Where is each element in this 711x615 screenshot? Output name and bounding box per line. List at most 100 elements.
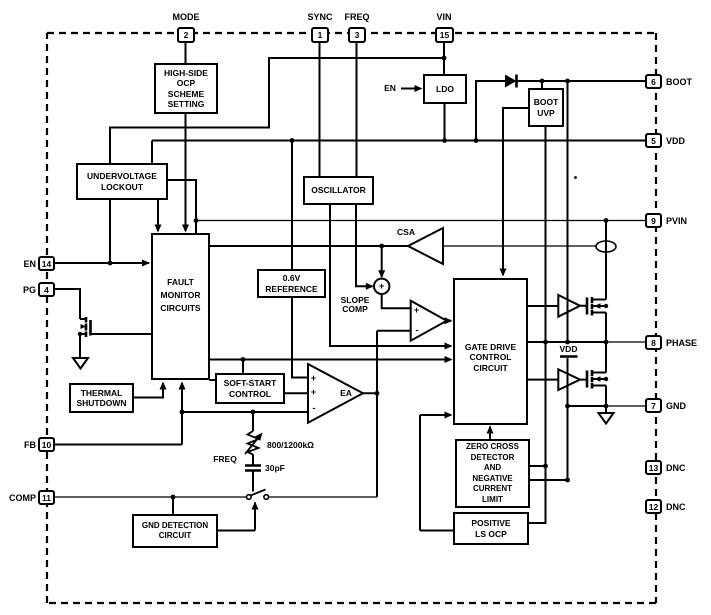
pwm-comparator	[409, 299, 449, 343]
pin-label-boot: BOOT	[666, 77, 710, 87]
block-gate-drive: GATE DRIVE CONTROL CIRCUIT	[453, 278, 528, 425]
pin-label-vin-text: VIN	[436, 12, 452, 22]
pin-label-en: EN	[14, 259, 36, 269]
current-sense-ellipse	[595, 240, 617, 253]
error-amplifier	[307, 362, 366, 425]
block-fault-monitor: FAULT MONITOR CIRCUITS	[151, 233, 210, 380]
slope-comp-label-text: SLOPE COMP	[340, 294, 370, 314]
pin-label-pvin-text: PVIN	[666, 215, 688, 226]
summing-junction	[373, 277, 391, 295]
pin-label-dnc12-text: DNC	[666, 501, 686, 512]
pin-box-freq: 3	[348, 27, 366, 43]
freq-resistor-label-text: FREQ	[213, 454, 237, 465]
block-gnd-detection: GND DETECTION CIRCUIT	[132, 514, 218, 548]
pin-box-dnc13: 13	[645, 460, 662, 475]
ea-plus2-sign: +	[307, 387, 320, 397]
block-high-side-ocp-label: HIGH-SIDE OCP SCHEME SETTING	[164, 67, 208, 110]
pin-label-sync-text: SYNC	[307, 12, 333, 22]
csa-label: CSA	[393, 228, 419, 238]
pin-box-mode: 2	[177, 27, 195, 43]
pin-number-sync: 1	[317, 30, 323, 40]
pin-label-en-text: EN	[23, 258, 36, 269]
pin-label-fb-text: FB	[24, 439, 36, 450]
freq-resistor-label: FREQ	[209, 455, 241, 465]
pg-ground-symbol	[71, 357, 90, 371]
low-side-driver	[557, 367, 583, 392]
block-soft-start-label: SOFT-START CONTROL	[223, 378, 277, 399]
pin-label-fb: FB	[14, 440, 36, 450]
pin-box-dnc12: 12	[645, 499, 662, 514]
pin-box-sync: 1	[311, 27, 329, 43]
pin-number-fb: 10	[41, 439, 52, 450]
pin-label-mode-text: MODE	[172, 12, 200, 22]
ea-plus1-sign-text: +	[310, 373, 317, 383]
pin-label-comp: COMP	[2, 493, 36, 503]
pin-number-mode: 2	[183, 30, 189, 40]
block-oscillator-label: OSCILLATOR	[311, 185, 366, 196]
pin-box-vdd: 5	[645, 133, 662, 148]
junction-dots	[77, 55, 609, 500]
pin-label-freq-text: FREQ	[344, 12, 370, 22]
block-positive-ls-ocp-label: POSITIVE LS OCP	[471, 518, 511, 539]
symbol-bars	[84, 74, 594, 472]
block-ldo: LDO	[423, 74, 467, 104]
pin-label-vdd-text: VDD	[666, 135, 686, 146]
pin-box-gnd: 7	[645, 398, 662, 413]
pin-label-gnd: GND	[666, 401, 710, 411]
pin-number-en: 14	[41, 258, 52, 269]
artifact-dot	[574, 176, 577, 179]
pin-number-freq: 3	[354, 30, 360, 40]
block-reference: 0.6V REFERENCE	[257, 269, 326, 298]
pin-label-freq: FREQ	[338, 12, 376, 22]
switch-contact-right	[263, 493, 270, 501]
ea-plus1-sign: +	[307, 373, 320, 383]
comparator-plus-sign: +	[410, 305, 423, 315]
boot-diode	[505, 74, 517, 88]
ea-label-text: EA	[340, 387, 352, 398]
pin-label-dnc13-text: DNC	[666, 462, 686, 473]
pin-label-comp-text: COMP	[9, 492, 36, 503]
comp-resistor-symbol	[244, 430, 261, 456]
pin-number-phase: 8	[651, 337, 656, 348]
pin-label-phase: PHASE	[666, 338, 710, 348]
switch-contact-left	[245, 493, 252, 501]
block-oscillator: OSCILLATOR	[303, 176, 374, 205]
pin-label-phase-text: PHASE	[666, 337, 698, 348]
pin-number-gnd: 7	[651, 400, 656, 411]
ea-label: EA	[334, 388, 358, 399]
arrowheads	[80, 85, 601, 510]
pin-box-phase: 8	[645, 335, 662, 350]
comp-capacitor-value-text: 30pF	[265, 463, 285, 474]
comparator-minus-sign: -	[411, 325, 423, 335]
block-boot-uvp: BOOT UVP	[528, 88, 564, 127]
pin-number-vdd: 5	[651, 135, 656, 146]
block-undervoltage-lockout-label: UNDERVOLTAGE LOCKOUT	[87, 171, 157, 192]
block-zero-cross: ZERO CROSS DETECTOR AND NEGATIVE CURRENT…	[455, 439, 530, 508]
pin-label-mode: MODE	[167, 12, 205, 22]
comp-resistor-value: 800/1200kΩ	[267, 440, 329, 451]
block-boot-uvp-label: BOOT UVP	[533, 97, 559, 118]
pin-box-comp: 11	[38, 490, 55, 505]
summing-plus-sign-text: +	[379, 281, 385, 292]
wires-thin	[54, 219, 645, 498]
ldo-en-label-text: EN	[384, 82, 396, 93]
block-positive-ls-ocp: POSITIVE LS OCP	[453, 512, 529, 545]
switch-blade	[250, 488, 266, 497]
wires-main	[54, 42, 645, 532]
pin-box-pvin: 9	[645, 213, 662, 228]
summing-plus-sign: +	[375, 281, 388, 292]
comparator-minus-sign-text: -	[415, 325, 419, 335]
ldo-en-label: EN	[380, 82, 400, 94]
block-reference-label: 0.6V REFERENCE	[265, 273, 318, 294]
pin-label-pg-text: PG	[22, 284, 36, 295]
power-ground-symbol	[596, 412, 616, 426]
pin-label-dnc12: DNC	[666, 502, 710, 512]
block-gnd-detection-label: GND DETECTION CIRCUIT	[141, 520, 209, 541]
pin-label-pg: PG	[14, 285, 36, 295]
pin-label-dnc13: DNC	[666, 463, 710, 473]
ea-minus-sign-text: -	[312, 403, 316, 413]
block-ldo-label: LDO	[436, 83, 454, 94]
pin-box-en: 14	[38, 256, 55, 271]
vdd-supply-label-text: VDD	[559, 343, 578, 354]
pin-number-vin: 15	[439, 30, 450, 40]
